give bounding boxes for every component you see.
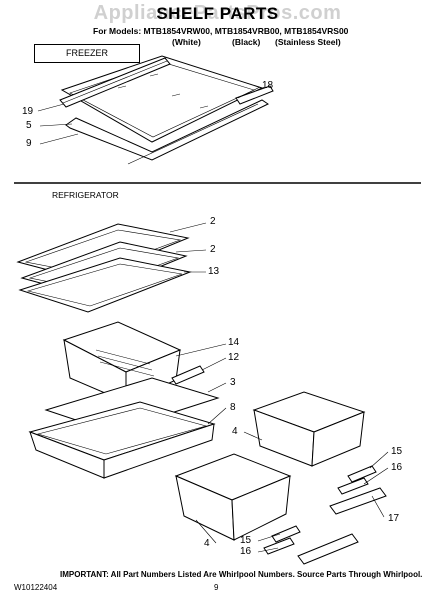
freezer-section-label: FREEZER	[34, 44, 140, 63]
models-line: For Models: MTB1854VRW00, MTB1854VRB00, …	[93, 26, 349, 36]
footer-note: IMPORTANT: All Part Numbers Listed Are W…	[60, 570, 423, 579]
rail-cover-lower	[297, 533, 359, 565]
drawer-bracket-lower	[263, 537, 295, 555]
watermark: AppliancePartsPros.com	[93, 2, 342, 24]
callout-2-upper: 2	[210, 216, 216, 227]
freezer-shelf-assembly	[59, 55, 274, 165]
drawer-slide-upper	[347, 465, 377, 483]
document-number: W10122404	[14, 583, 58, 592]
callout-16-lower: 16	[240, 546, 252, 557]
callout-9: 9	[26, 138, 32, 149]
callout-3: 3	[230, 377, 236, 388]
callout-16-upper: 16	[391, 462, 403, 473]
callout-4-upper: 4	[232, 426, 238, 437]
callout-2-lower: 2	[210, 244, 216, 255]
refrigerator-wire-shelves	[16, 223, 192, 313]
callout-18: 18	[262, 80, 274, 91]
callout-14: 14	[228, 337, 240, 348]
crisper-cover-frame	[28, 401, 216, 479]
page-title: SHELF PARTS	[156, 4, 279, 23]
leader-lines	[37, 86, 389, 553]
rail-cover-upper	[329, 487, 387, 515]
refrigerator-section-label: REFRIGERATOR	[52, 190, 119, 200]
callout-15-upper: 15	[391, 446, 403, 457]
page-number: 9	[214, 583, 219, 592]
pan-drawer-upper	[252, 391, 366, 467]
callout-13: 13	[208, 266, 220, 277]
variant-stainless: (Stainless Steel)	[275, 37, 341, 47]
drawer-bracket-upper	[337, 477, 369, 495]
callout-12: 12	[228, 352, 240, 363]
callout-4-lower: 4	[204, 538, 210, 549]
callout-17: 17	[388, 513, 400, 524]
variant-white: (White)	[172, 37, 201, 47]
callout-19: 19	[22, 106, 34, 117]
callout-5: 5	[26, 120, 32, 131]
variant-black: (Black)	[232, 37, 261, 47]
drawer-slide-lower	[271, 525, 301, 543]
callout-8: 8	[230, 402, 236, 413]
callout-15-lower: 15	[240, 535, 252, 546]
pan-drawer-lower	[174, 453, 292, 541]
crisper-cover-trim	[171, 365, 205, 385]
